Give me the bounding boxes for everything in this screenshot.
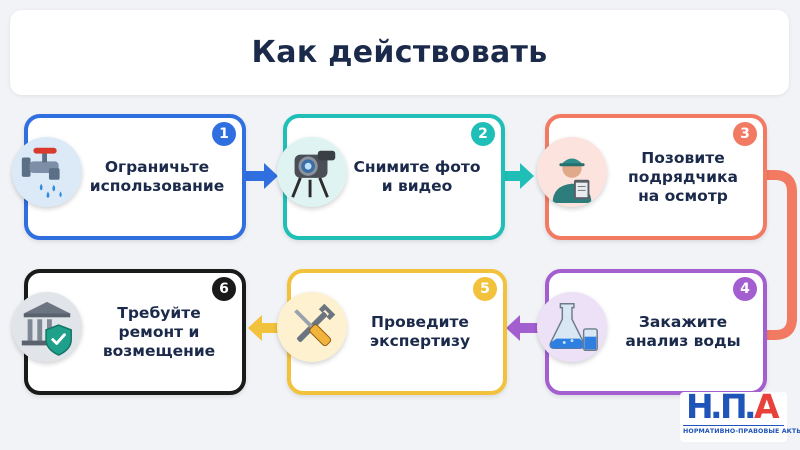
step-number-3: 3: [733, 122, 757, 146]
step-card-2: 2 Снимите фото и видео: [283, 114, 505, 240]
step-label-1: Ограничьте использование: [89, 158, 225, 195]
step-label-3: Позовите подрядчика на осмотр: [628, 148, 738, 205]
flask-icon: [537, 292, 607, 362]
npa-logo: Н . П . А НОРМАТИВНО-ПРАВОВЫЕ АКТЫ: [680, 387, 800, 442]
faucet-icon: [12, 137, 82, 207]
title-card: Как действовать: [10, 10, 789, 95]
logo-dot-1: .: [710, 387, 723, 426]
arrow-2-3: [502, 163, 534, 189]
step-label-2: Снимите фото и видео: [353, 158, 481, 195]
step-number-2: 2: [471, 122, 495, 146]
tools-icon: [277, 292, 347, 362]
logo-dot-2: .: [744, 387, 757, 426]
step-number-4: 4: [733, 277, 757, 301]
logo-letter-p: П: [720, 387, 748, 426]
step-number-6: 6: [212, 277, 236, 301]
step-label-5: Проведите экспертизу: [369, 313, 471, 350]
logo-letter-a: А: [754, 387, 780, 426]
arrow-1-2: [244, 163, 278, 189]
step-label-6: Требуйте ремонт и возмещение: [102, 303, 216, 360]
step-number-1: 1: [212, 122, 236, 146]
camera-icon: [277, 137, 347, 207]
logo-letter-n: Н: [686, 387, 714, 426]
connector-3-4: [764, 170, 797, 340]
step-label-4: Закажите анализ воды: [625, 313, 741, 350]
logo-letters: Н . П . А: [684, 387, 784, 426]
logo-tagline: НОРМАТИВНО-ПРАВОВЫЕ АКТЫ: [683, 425, 800, 438]
inspector-icon: [537, 137, 607, 207]
court-shield-icon: [12, 292, 82, 362]
page-title: Как действовать: [251, 35, 548, 70]
arrow-5-6: [248, 315, 288, 341]
step-number-5: 5: [473, 277, 497, 301]
arrow-4-5: [506, 315, 546, 341]
